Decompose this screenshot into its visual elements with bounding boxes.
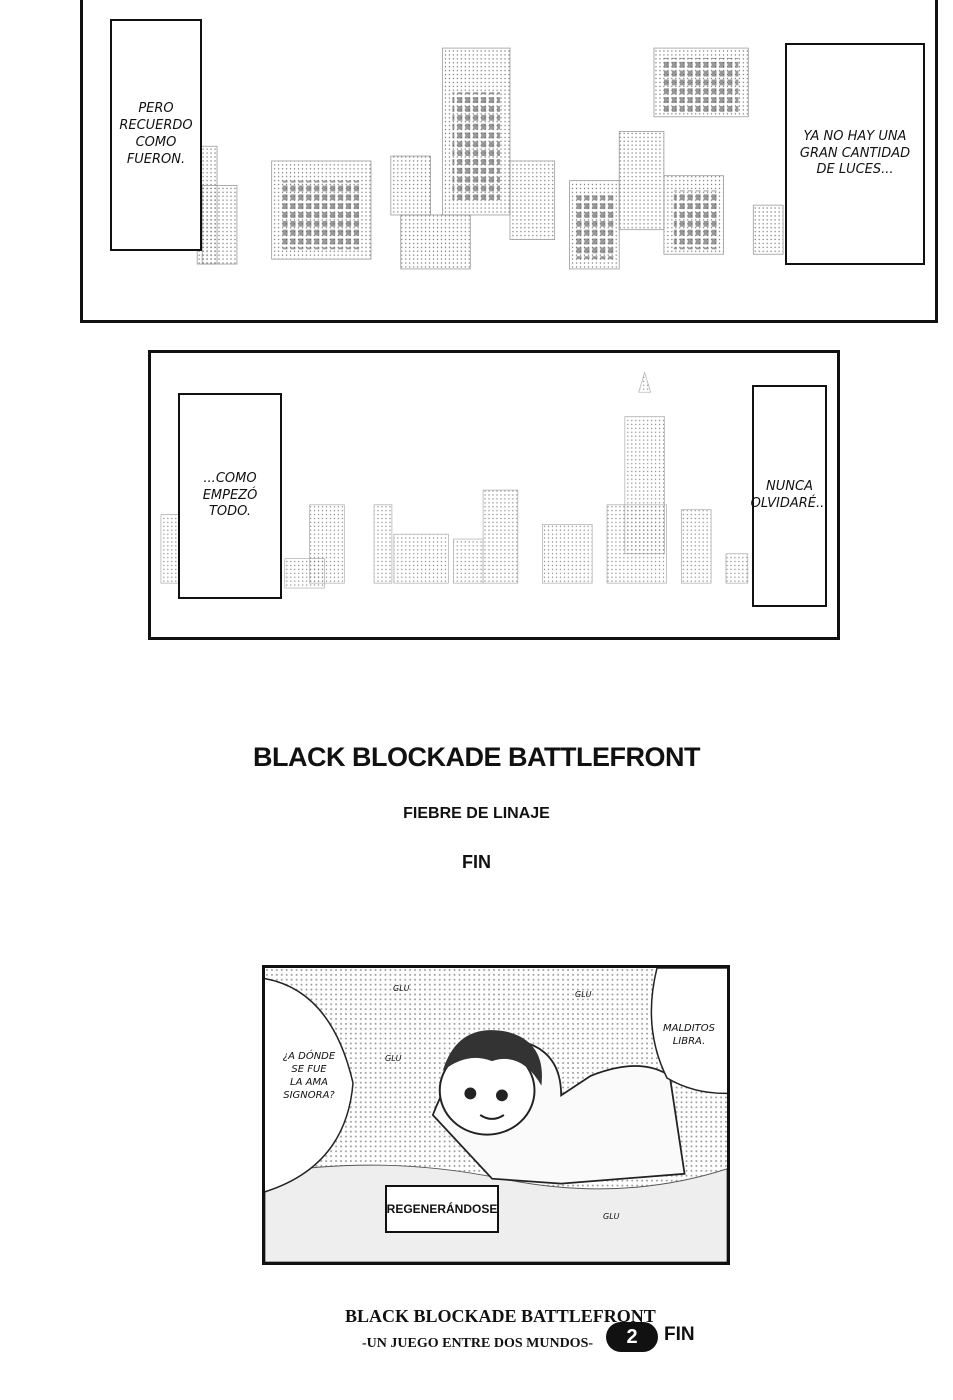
caption-right: NUNCA OLVIDARÉ...: [751, 385, 828, 607]
panel-city-top: PERO RECUERDO COMO FUERON. YA NO HAY UNA…: [80, 0, 938, 323]
status-label: REGENERÁNDOSE: [385, 1185, 499, 1233]
end-mark: FIN: [462, 852, 491, 872]
city-skyline-illustration: [160, 371, 749, 589]
sfx-glu: GLU: [575, 990, 592, 999]
sfx-glu: GLU: [385, 1054, 402, 1063]
panel-character: ¿A DÓNDE SE FUE LA AMA SIGNORA? MALDITOS…: [262, 965, 730, 1265]
caption-right: YA NO HAY UNA GRAN CANTIDAD DE LUCES...: [785, 43, 925, 265]
sfx-glu: GLU: [393, 984, 410, 993]
chapter-number-badge: 2: [606, 1322, 658, 1352]
city-skyline-illustration: [196, 47, 784, 270]
story-subtitle: FIEBRE DE LINAJE: [403, 805, 550, 822]
caption-left: ...COMO EMPEZÓ TODO.: [178, 393, 282, 599]
caption-left: PERO RECUERDO COMO FUERON.: [110, 19, 202, 251]
bubble-left-text: ¿A DÓNDE SE FUE LA AMA SIGNORA?: [282, 1051, 336, 1101]
footer-subtitle: -UN JUEGO ENTRE DOS MUNDOS-: [362, 1336, 594, 1351]
sfx-glu: GLU: [603, 1212, 620, 1221]
bubble-right-text: MALDITOS LIBRA.: [662, 1023, 716, 1047]
panel-city-bottom: ...COMO EMPEZÓ TODO. NUNCA OLVIDARÉ...: [148, 350, 840, 640]
speech-bubble-left: [265, 978, 354, 1193]
story-title: BLACK BLOCKADE BATTLEFRONT: [253, 742, 700, 772]
footer-end: FIN: [664, 1324, 695, 1345]
footer-title: BLACK BLOCKADE BATTLEFRONT: [345, 1306, 656, 1326]
speech-bubble-right: [650, 968, 727, 1095]
